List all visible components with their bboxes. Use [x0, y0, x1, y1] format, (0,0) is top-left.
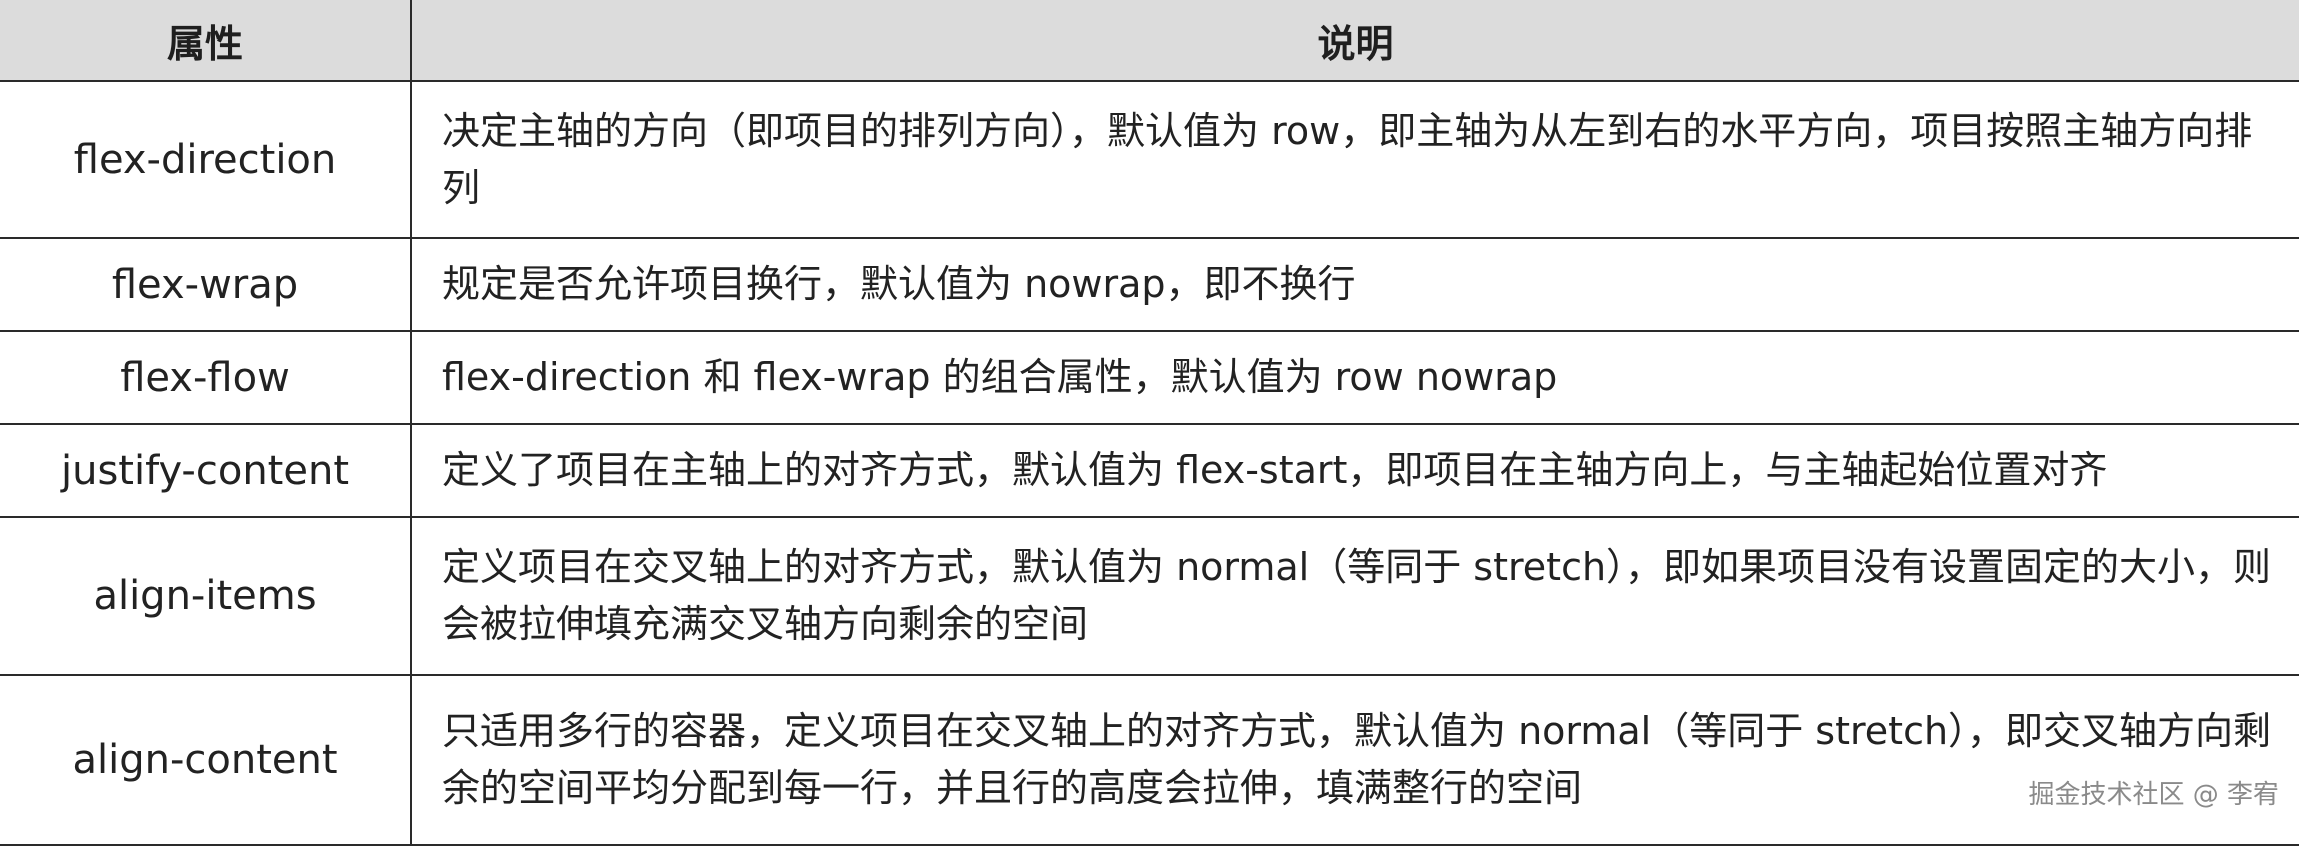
property-name: flex-flow	[0, 330, 412, 425]
property-name: justify-content	[0, 423, 412, 518]
table-row: align-items 定义项目在交叉轴上的对齐方式，默认值为 normal（等…	[0, 516, 2299, 676]
property-name: flex-wrap	[0, 237, 412, 332]
table-row: flex-flow flex-direction 和 flex-wrap 的组合…	[0, 330, 2299, 425]
property-description: 定义项目在交叉轴上的对齐方式，默认值为 normal（等同于 stretch），…	[410, 516, 2299, 676]
watermark: 掘金技术社区 @ 李宥	[2028, 780, 2279, 810]
property-name: align-content	[0, 674, 412, 846]
table-row: justify-content 定义了项目在主轴上的对齐方式，默认值为 flex…	[0, 423, 2299, 518]
property-name: align-items	[0, 516, 412, 676]
table-header: 属性 说明	[0, 0, 2299, 82]
property-description: 只适用多行的容器，定义项目在交叉轴上的对齐方式，默认值为 normal（等同于 …	[410, 674, 2299, 846]
property-description: 规定是否允许项目换行，默认值为 nowrap，即不换行	[410, 237, 2299, 332]
property-name: flex-direction	[0, 80, 412, 239]
header-row: 属性 说明	[0, 0, 2299, 82]
header-description: 说明	[410, 0, 2299, 82]
table-row: flex-wrap 规定是否允许项目换行，默认值为 nowrap，即不换行	[0, 237, 2299, 332]
header-property: 属性	[0, 0, 412, 82]
property-description: 决定主轴的方向（即项目的排列方向），默认值为 row，即主轴为从左到右的水平方向…	[410, 80, 2299, 239]
table-row: align-content 只适用多行的容器，定义项目在交叉轴上的对齐方式，默认…	[0, 674, 2299, 846]
property-description: 定义了项目在主轴上的对齐方式，默认值为 flex-start，即项目在主轴方向上…	[410, 423, 2299, 518]
property-description: flex-direction 和 flex-wrap 的组合属性，默认值为 ro…	[410, 330, 2299, 425]
table-row: flex-direction 决定主轴的方向（即项目的排列方向），默认值为 ro…	[0, 80, 2299, 239]
